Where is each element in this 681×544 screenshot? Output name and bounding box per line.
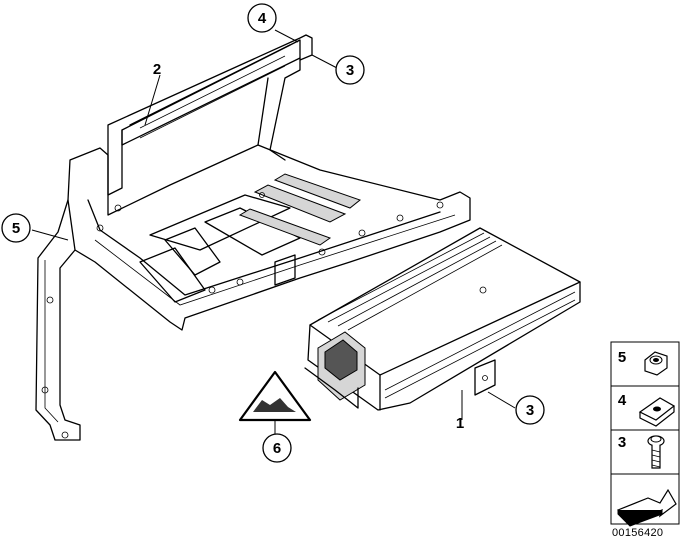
amplifier-unit-part (304, 227, 581, 411)
callout-3-top: 3 (335, 55, 365, 85)
legend-table: 5 4 3 (610, 341, 680, 527)
warning-triangle-symbol (238, 370, 312, 422)
svg-text:3: 3 (526, 402, 534, 419)
bracket-part (35, 34, 471, 441)
svg-text:1: 1 (456, 415, 464, 432)
document-number: 00156420 (612, 527, 664, 539)
svg-text:6: 6 (273, 440, 281, 457)
arrow-icon (616, 488, 677, 527)
svg-text:3: 3 (618, 434, 626, 451)
svg-text:3: 3 (346, 62, 354, 79)
legend-row-bolt: 3 (618, 434, 665, 469)
bolt-icon (647, 435, 665, 469)
legend-row-nut: 5 (618, 349, 668, 376)
legend-row-clip-nut: 4 (618, 392, 676, 427)
nut-icon (644, 351, 668, 376)
callout-5: 5 (1, 213, 31, 243)
callout-6: 6 (262, 433, 292, 463)
callout-4: 4 (247, 3, 277, 33)
clip-nut-icon (638, 397, 676, 427)
callout-2: 2 (153, 61, 161, 78)
svg-text:5: 5 (12, 220, 20, 237)
leader-lines (31, 29, 516, 435)
svg-text:5: 5 (618, 349, 626, 366)
callout-3-right: 3 (515, 395, 545, 425)
svg-text:4: 4 (258, 10, 267, 27)
svg-text:4: 4 (618, 392, 627, 409)
svg-text:2: 2 (153, 61, 161, 78)
callout-1: 1 (456, 415, 464, 432)
legend-row-arrow (616, 488, 677, 527)
